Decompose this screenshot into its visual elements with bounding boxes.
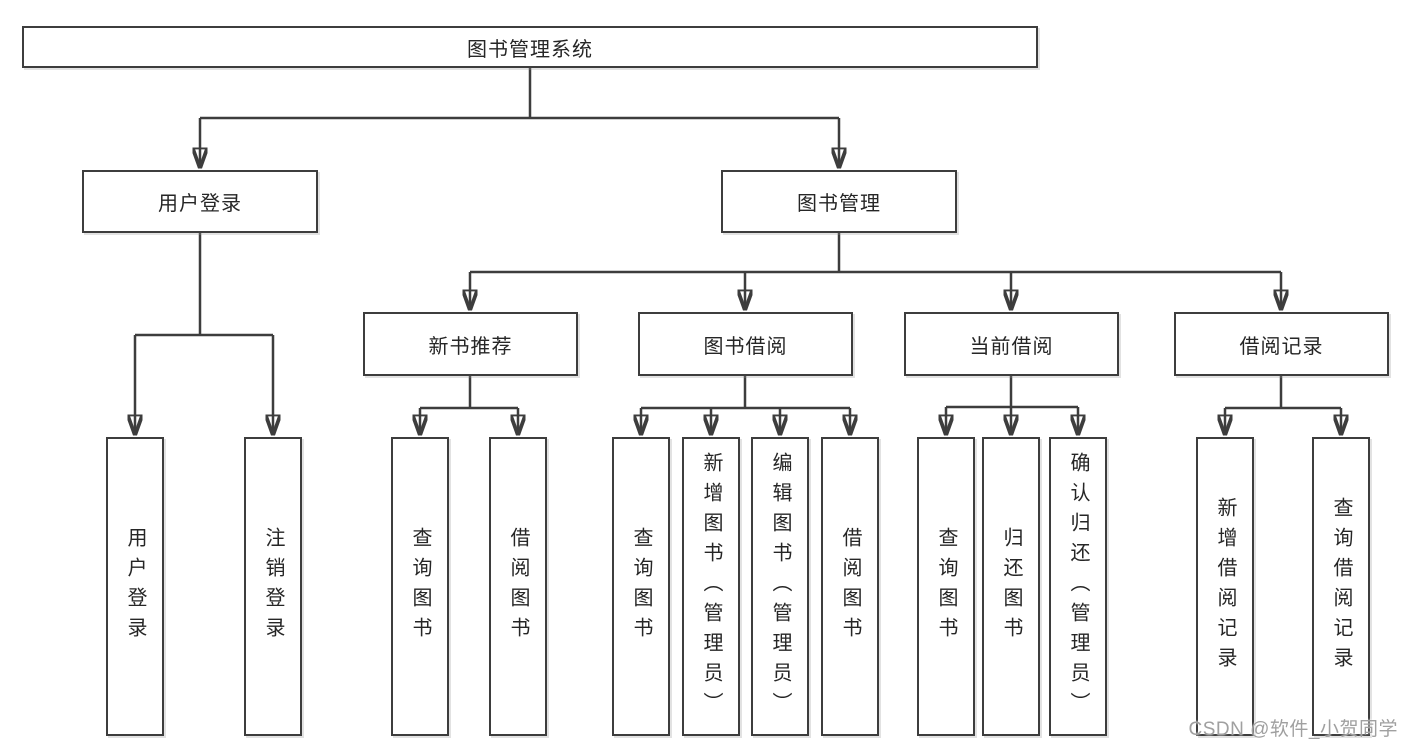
leaf-borrow-books-1: 借阅图书	[489, 437, 547, 736]
node-book-borrowing-label: 图书借阅	[703, 335, 788, 358]
node-user-login-label: 用户登录	[158, 193, 242, 215]
node-new-book-recommend: 新书推荐	[363, 312, 578, 376]
leaf-edit-book-admin: 编辑图书（管理员）	[751, 437, 809, 736]
leaf-borrow-books-2-label: 借阅图书	[839, 526, 861, 647]
connector-trunks	[135, 68, 1341, 410]
node-current-borrowing: 当前借阅	[904, 312, 1119, 376]
leaf-user-login: 用户登录	[106, 437, 164, 736]
node-root-label: 图书管理系统	[467, 38, 593, 61]
leaf-edit-book-admin-label: 编辑图书（管理员）	[769, 451, 791, 722]
leaf-add-book-admin-label: 新增图书（管理员）	[700, 451, 722, 722]
node-book-management: 图书管理	[721, 170, 957, 233]
leaf-add-borrow-record: 新增借阅记录	[1196, 437, 1254, 736]
leaf-query-books-3-label: 查询图书	[935, 526, 957, 647]
leaf-query-borrow-record: 查询借阅记录	[1312, 437, 1370, 736]
leaf-add-borrow-record-label: 新增借阅记录	[1214, 496, 1236, 677]
node-user-login: 用户登录	[82, 170, 318, 233]
csdn-watermark: CSDN @软件_小贺同学	[1188, 719, 1398, 740]
leaf-query-books-2-label: 查询图书	[630, 526, 652, 647]
leaf-query-books-1: 查询图书	[391, 437, 449, 736]
connector-arrows	[135, 118, 1341, 434]
leaf-confirm-return-admin: 确认归还（管理员）	[1049, 437, 1107, 736]
node-current-borrowing-label: 当前借阅	[969, 335, 1054, 358]
leaf-add-book-admin: 新增图书（管理员）	[682, 437, 740, 736]
node-root-system: 图书管理系统	[22, 26, 1038, 68]
node-book-borrowing: 图书借阅	[638, 312, 853, 376]
leaf-logout: 注销登录	[244, 437, 302, 736]
leaf-query-books-2: 查询图书	[612, 437, 670, 736]
node-borrowing-records-label: 借阅记录	[1239, 335, 1324, 358]
leaf-logout-label: 注销登录	[262, 526, 284, 647]
node-borrowing-records: 借阅记录	[1174, 312, 1389, 376]
leaf-query-books-3: 查询图书	[917, 437, 975, 736]
node-book-management-label: 图书管理	[797, 193, 881, 215]
leaf-query-borrow-record-label: 查询借阅记录	[1330, 496, 1352, 677]
leaf-query-books-1-label: 查询图书	[409, 526, 431, 647]
node-new-book-recommend-label: 新书推荐	[428, 335, 513, 358]
leaf-return-book-label: 归还图书	[1000, 526, 1022, 647]
leaf-borrow-books-1-label: 借阅图书	[507, 526, 529, 647]
leaf-confirm-return-admin-label: 确认归还（管理员）	[1067, 451, 1089, 722]
leaf-return-book: 归还图书	[982, 437, 1040, 736]
leaf-user-login-label: 用户登录	[124, 526, 146, 647]
leaf-borrow-books-2: 借阅图书	[821, 437, 879, 736]
